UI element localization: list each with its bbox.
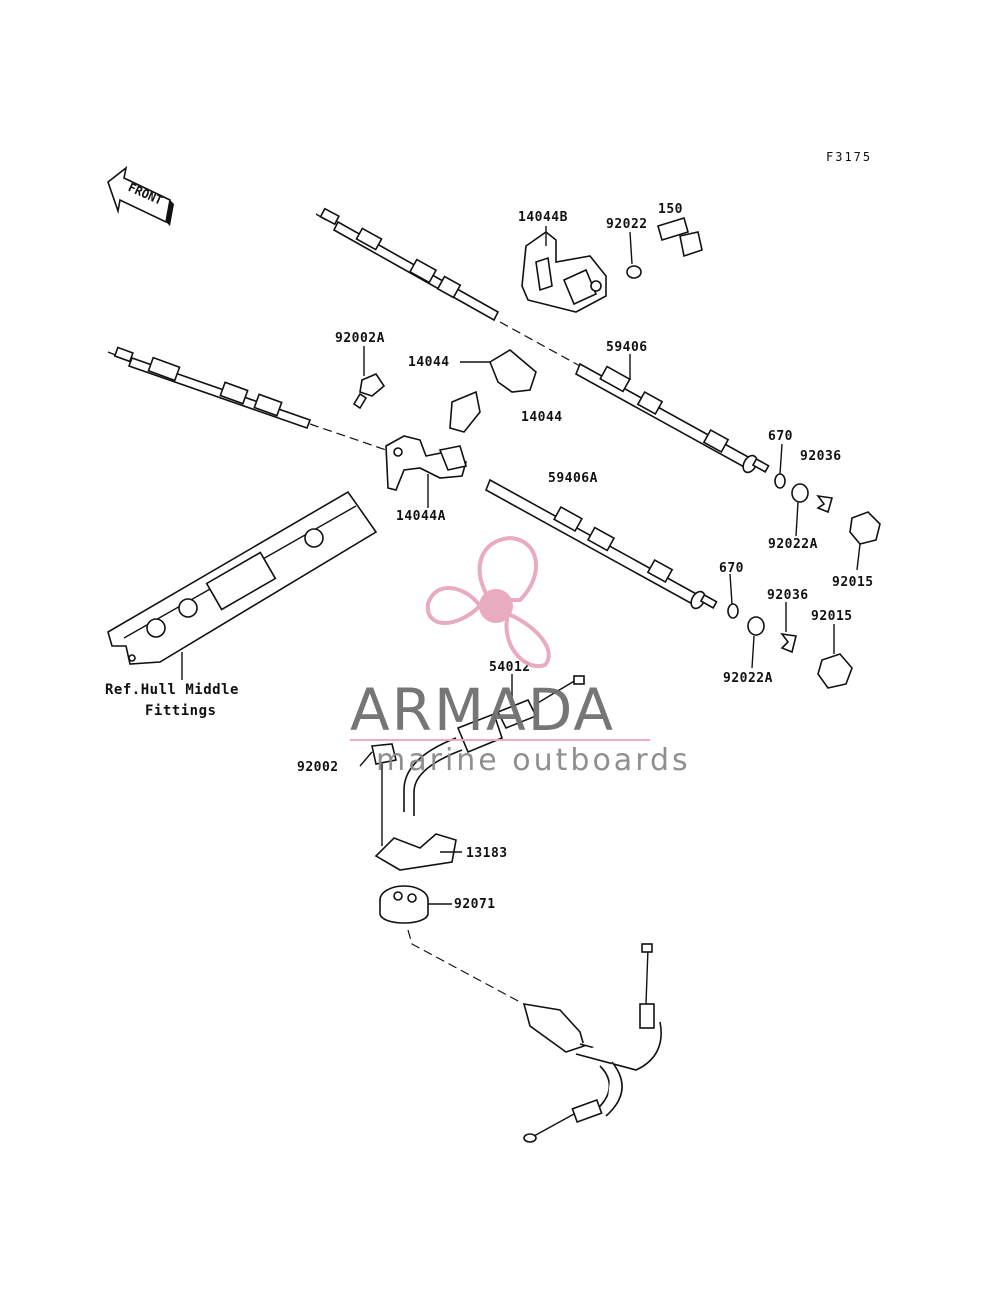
watermark: ARMADA marine outboards <box>350 535 691 778</box>
bolt-92002 <box>371 743 397 846</box>
label-92036-upper: 92036 <box>800 449 842 464</box>
clamp-14044-upper <box>489 349 537 393</box>
label-14044-upper: 14044 <box>408 355 450 370</box>
label-14044A: 14044A <box>396 509 446 524</box>
washer-92022A-upper <box>791 483 809 503</box>
lockwasher-92036-upper <box>816 494 834 514</box>
label-92022A-lower: 92022A <box>723 671 773 686</box>
label-59406A: 59406A <box>548 471 598 486</box>
reference-note-line2: Fittings <box>145 703 216 719</box>
propeller-logo-icon <box>425 535 551 669</box>
label-92071: 92071 <box>454 897 496 912</box>
label-92002A: 92002A <box>335 331 385 346</box>
label-92015-lower: 92015 <box>811 609 853 624</box>
nut-92015-lower <box>817 653 853 689</box>
label-150: 150 <box>658 202 683 217</box>
nut-92015-upper <box>849 511 881 545</box>
bolt-92002A <box>352 373 386 410</box>
front-arrow-icon: FRONT <box>107 166 174 226</box>
bracket-14044A <box>385 435 468 491</box>
watermark-tagline: marine outboards <box>376 743 691 778</box>
label-670-lower: 670 <box>719 561 744 576</box>
leader-lines <box>181 226 861 905</box>
washer-92022 <box>626 265 642 279</box>
plate-13183 <box>374 833 457 871</box>
label-13183: 13183 <box>466 846 508 861</box>
label-14044B: 14044B <box>518 210 568 225</box>
label-92022: 92022 <box>606 217 648 232</box>
washer-92022A-lower <box>747 616 765 636</box>
clamp-14044B <box>521 231 607 313</box>
grommet-92071 <box>379 885 429 924</box>
label-59406: 59406 <box>606 340 648 355</box>
oring-670-upper <box>774 473 786 489</box>
label-14044-lower: 14044 <box>521 410 563 425</box>
label-92002: 92002 <box>297 760 339 775</box>
lockwasher-92036-lower <box>780 632 797 654</box>
label-670-upper: 670 <box>768 429 793 444</box>
label-54012: 54012 <box>489 660 531 675</box>
reference-note-line1: Ref.Hull Middle <box>105 682 239 698</box>
label-92036-lower: 92036 <box>767 588 809 603</box>
label-92015-upper: 92015 <box>832 575 874 590</box>
label-92022A-upper: 92022A <box>768 537 818 552</box>
choke-cable-lower <box>522 943 662 1143</box>
bolt-150 <box>657 216 703 258</box>
clamp-14044-lower <box>449 390 481 433</box>
watermark-brand: ARMADA <box>350 676 615 744</box>
oring-670-lower <box>727 603 739 619</box>
cable-59406 <box>315 207 770 474</box>
hull-fitting-plate <box>107 490 378 665</box>
diagram-code: F3175 <box>826 150 872 164</box>
choke-cable-54012 <box>403 675 585 816</box>
cable-59406A <box>107 346 718 610</box>
